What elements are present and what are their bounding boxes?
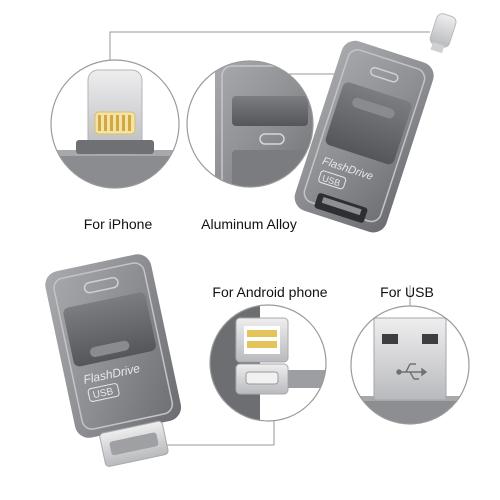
aluminum-alloy-closeup: [186, 60, 314, 188]
flash-drive-bottom: FlashDrive USB: [45, 254, 182, 467]
iphone-connector-closeup: [50, 59, 180, 189]
usb-trident-icon: [396, 363, 428, 380]
caption-for-android-phone: For Android phone: [212, 284, 328, 300]
port-marking-bottom: USB: [92, 386, 115, 401]
caption-for-usb: For USB: [380, 284, 434, 300]
android-connector-closeup: [209, 304, 327, 422]
callout-line-iphone: [109, 31, 430, 60]
caption-for-iphone: For iPhone: [83, 216, 153, 232]
usb-connector-closeup: [350, 305, 470, 425]
caption-aluminum-alloy: Aluminum Alloy: [201, 216, 297, 232]
flash-drive-top: FlashDrive USB: [294, 13, 457, 233]
